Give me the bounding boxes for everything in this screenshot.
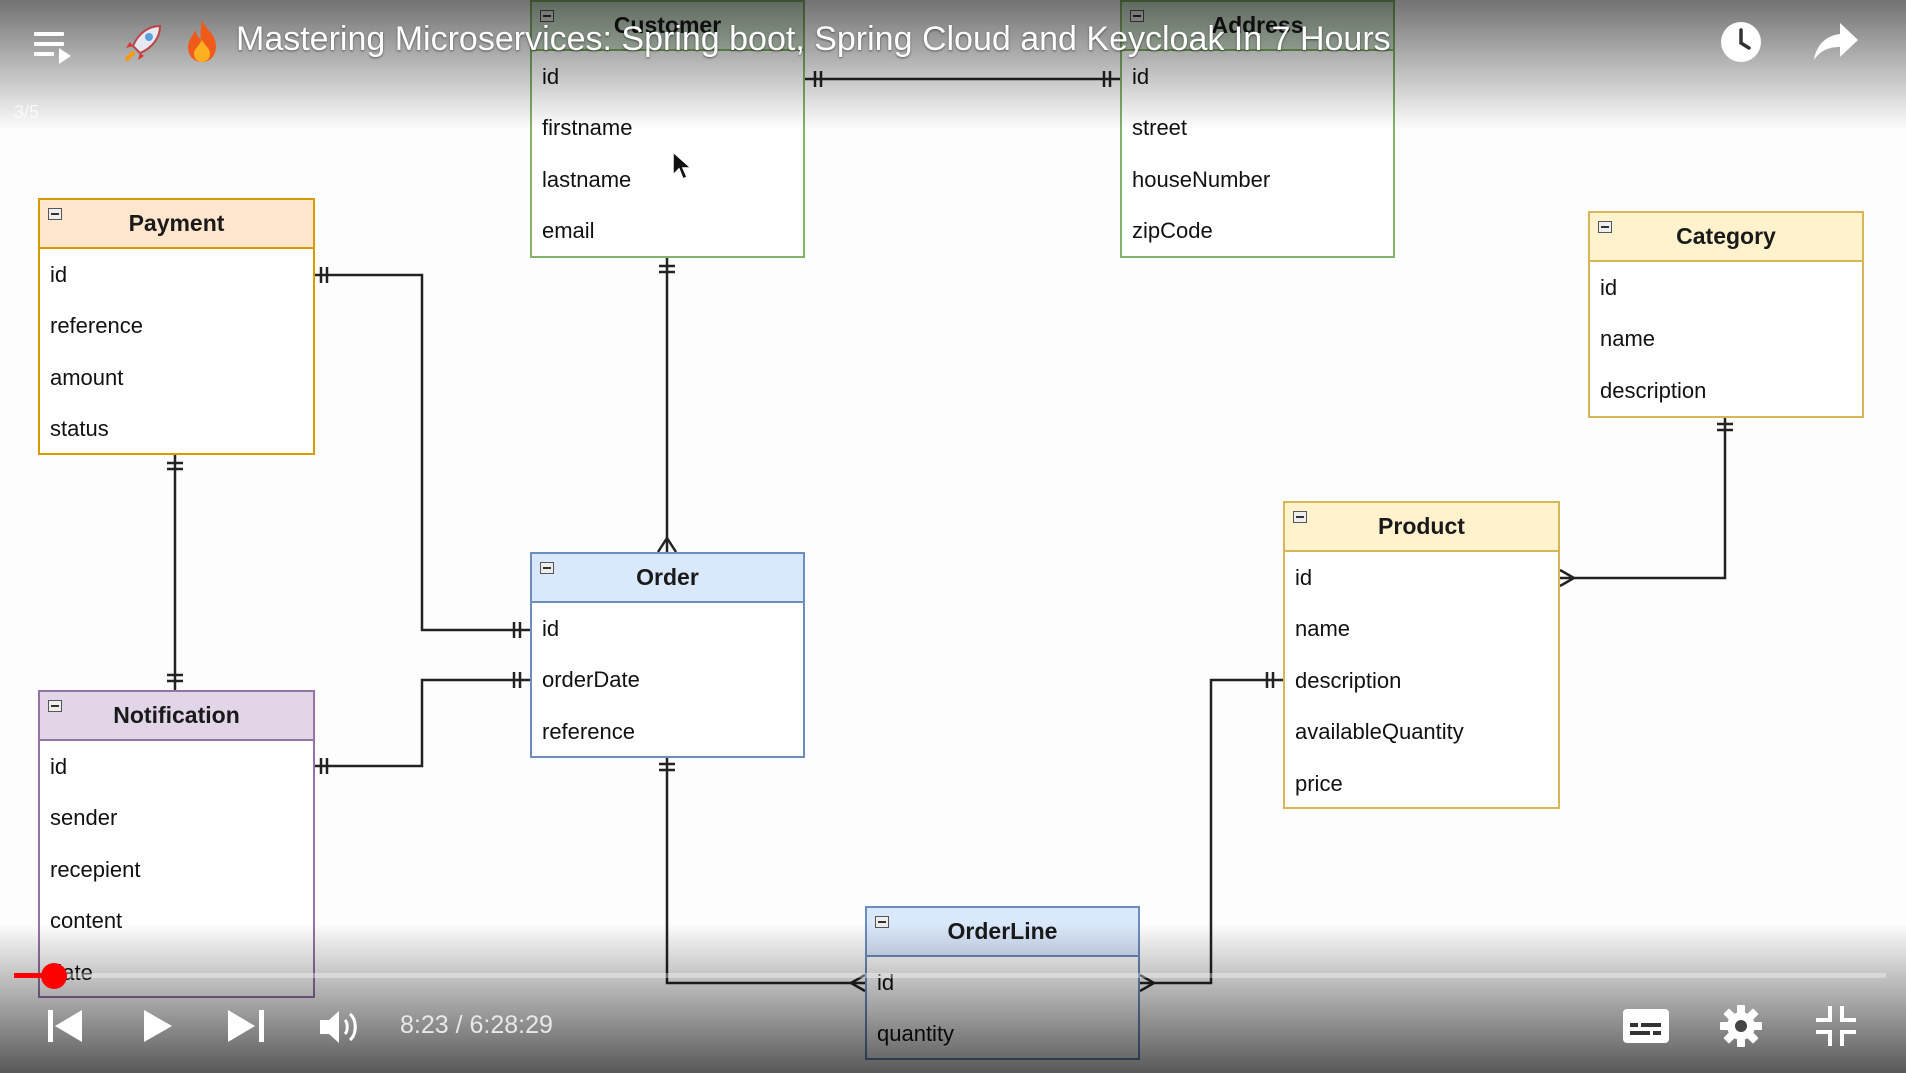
entity-header: Order bbox=[532, 554, 803, 603]
fire-emoji-icon bbox=[184, 18, 220, 69]
collapse-toggle-icon[interactable] bbox=[48, 700, 62, 712]
entity-field: id bbox=[1295, 564, 1313, 590]
entity-title: OrderLine bbox=[947, 918, 1058, 944]
exit-fullscreen-icon[interactable] bbox=[1816, 1006, 1856, 1046]
video-title[interactable]: Mastering Microservices: Spring boot, Sp… bbox=[236, 20, 1391, 58]
entity-field: recepient bbox=[50, 856, 141, 882]
connector-orderline-product bbox=[1139, 672, 1283, 993]
volume-icon[interactable] bbox=[320, 1008, 362, 1046]
entity-field: price bbox=[1295, 770, 1343, 796]
entity-field: amount bbox=[50, 364, 124, 390]
entity-field: id bbox=[50, 261, 68, 287]
captions-icon[interactable] bbox=[1623, 1009, 1669, 1043]
entity-field: status bbox=[50, 416, 109, 442]
entity-category[interactable]: Category id name description bbox=[1588, 211, 1864, 418]
rocket-emoji-icon bbox=[120, 20, 166, 71]
entity-field: sender bbox=[50, 805, 118, 831]
time-current: 8:23 bbox=[400, 1011, 449, 1039]
progress-scrubber-handle[interactable] bbox=[41, 963, 68, 989]
time-total: 6:28:29 bbox=[469, 1011, 553, 1039]
entity-field: id bbox=[542, 615, 560, 641]
entity-field: description bbox=[1295, 667, 1402, 693]
entity-field: quantity bbox=[877, 1021, 955, 1047]
progress-bar[interactable] bbox=[14, 973, 1886, 978]
entity-field: lastname bbox=[542, 166, 632, 192]
skip-previous-icon[interactable] bbox=[48, 1008, 84, 1044]
collapse-toggle-icon[interactable] bbox=[1293, 511, 1307, 523]
entity-field: reference bbox=[50, 313, 143, 339]
collapse-toggle-icon[interactable] bbox=[1598, 221, 1612, 233]
progress-played bbox=[14, 973, 55, 978]
connector-payment-notification bbox=[167, 455, 183, 690]
entity-field: zipCode bbox=[1132, 218, 1213, 244]
entity-field: reference bbox=[542, 718, 635, 744]
playlist-counter: 3/5 bbox=[14, 102, 40, 122]
entity-field: street bbox=[1132, 115, 1188, 141]
collapse-toggle-icon[interactable] bbox=[540, 562, 554, 574]
entity-header: Notification bbox=[40, 692, 313, 741]
entity-title: Category bbox=[1676, 223, 1776, 249]
entity-field: houseNumber bbox=[1132, 166, 1271, 192]
clock-icon[interactable] bbox=[1720, 21, 1762, 63]
entity-header: Product bbox=[1285, 503, 1558, 552]
connector-product-category bbox=[1559, 418, 1733, 588]
time-separator: / bbox=[448, 1011, 470, 1039]
entity-title: Notification bbox=[113, 702, 240, 728]
collapse-toggle-icon[interactable] bbox=[875, 916, 889, 928]
playlist-menu-icon[interactable] bbox=[34, 28, 74, 64]
entity-field: orderDate bbox=[542, 667, 640, 693]
connector-order-orderline bbox=[659, 758, 866, 993]
mouse-cursor-icon bbox=[672, 150, 693, 186]
gear-icon[interactable] bbox=[1720, 1005, 1762, 1047]
share-arrow-icon[interactable] bbox=[1814, 23, 1858, 61]
entity-field: id bbox=[1600, 274, 1618, 300]
collapse-toggle-icon[interactable] bbox=[48, 208, 62, 220]
connector-customer-address bbox=[805, 71, 1120, 87]
entity-field: id bbox=[50, 753, 68, 779]
connector-payment-order bbox=[315, 267, 530, 638]
time-display: 8:23 / 6:28:29 bbox=[400, 1011, 553, 1040]
entity-payment[interactable]: Payment id reference amount status bbox=[38, 198, 315, 455]
connector-customer-order bbox=[656, 258, 678, 553]
entity-order[interactable]: Order id orderDate reference bbox=[530, 552, 805, 758]
entity-field: name bbox=[1295, 616, 1351, 642]
entity-title: Product bbox=[1378, 513, 1465, 539]
entity-field: name bbox=[1600, 326, 1656, 352]
entity-title: Order bbox=[636, 564, 699, 590]
skip-next-icon[interactable] bbox=[228, 1008, 264, 1044]
entity-field: id bbox=[877, 969, 895, 995]
play-icon[interactable] bbox=[142, 1008, 174, 1044]
entity-header: Category bbox=[1590, 213, 1862, 262]
entity-header: OrderLine bbox=[867, 908, 1138, 957]
entity-orderline[interactable]: OrderLine id quantity bbox=[865, 906, 1140, 1060]
entity-product[interactable]: Product id name description availableQuantit… bbox=[1283, 501, 1560, 809]
entity-field: content bbox=[50, 908, 123, 934]
entity-field: description bbox=[1600, 377, 1707, 403]
entity-field: availableQuantity bbox=[1295, 719, 1464, 745]
entity-field: firstname bbox=[542, 115, 633, 141]
entity-field: email bbox=[542, 218, 595, 244]
entity-title: Payment bbox=[128, 210, 225, 236]
entity-header: Payment bbox=[40, 200, 313, 249]
connector-notification-order bbox=[315, 672, 530, 774]
